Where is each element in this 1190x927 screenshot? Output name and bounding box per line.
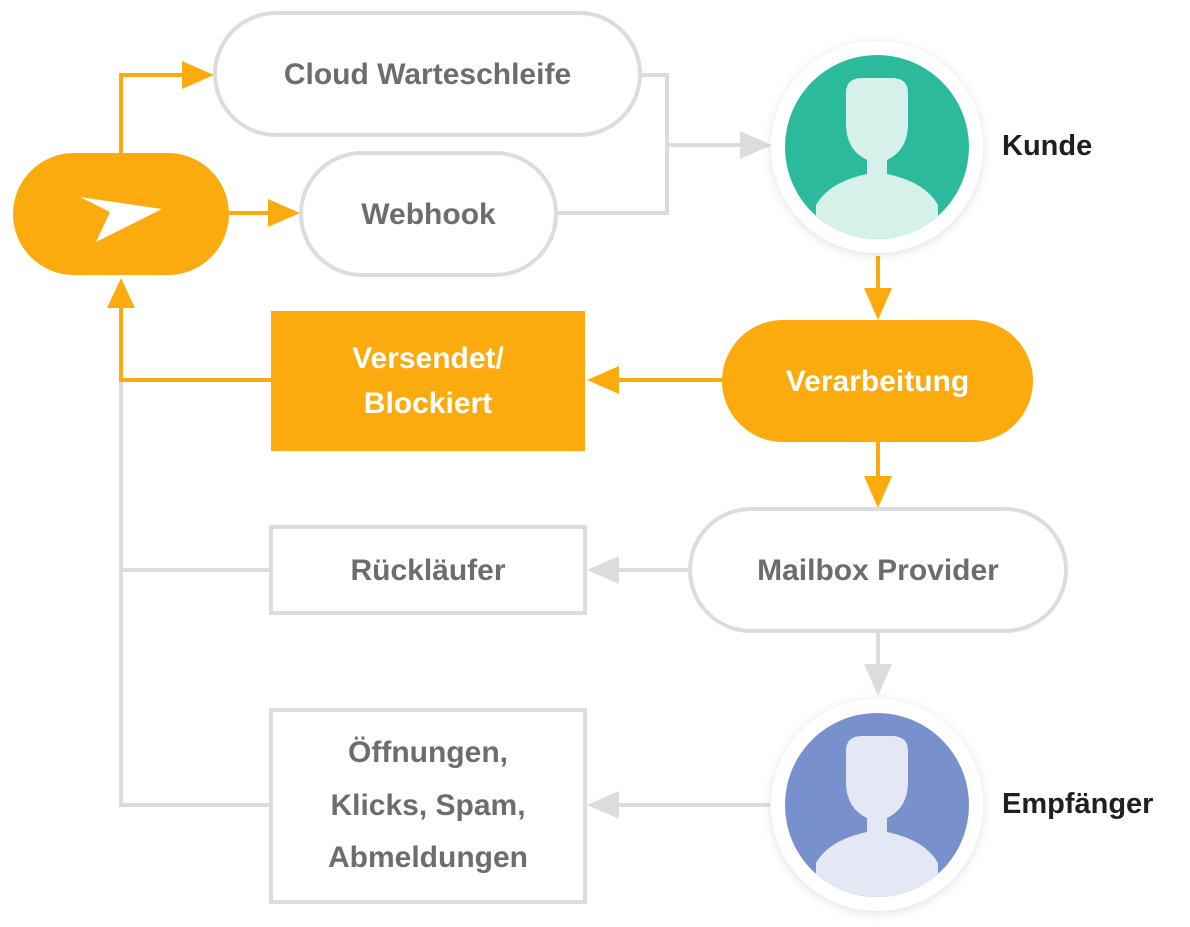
arrow-to-sender <box>107 278 135 308</box>
recipient-avatar <box>771 699 983 911</box>
cloud-queue-node <box>213 11 642 137</box>
recipient-label: Empfänger <box>1002 788 1154 821</box>
webhook-label: Webhook <box>361 197 496 231</box>
events-to-sender-line <box>119 300 271 807</box>
processing-node <box>722 320 1033 442</box>
sender-to-cloud-line <box>119 73 186 153</box>
grey-connectors <box>119 73 880 807</box>
sent-blocked-node <box>271 311 585 451</box>
arrow-to-recipient <box>864 664 892 696</box>
arrow-to-bounces <box>587 556 619 584</box>
cloud-to-customer-line <box>640 73 742 147</box>
events-label: Öffnungen, Klicks, Spam, Abmeldungen <box>271 710 585 902</box>
bounces-label: Rückläufer <box>350 553 506 587</box>
arrow-to-webhook <box>268 199 300 227</box>
events-node <box>269 708 587 904</box>
sent-blocked-line-2: Blockiert <box>363 387 493 420</box>
events-line-1: Öffnungen, <box>348 736 508 770</box>
grey-arrowheads <box>587 131 892 819</box>
arrow-to-customer <box>740 131 772 159</box>
person-avatar-icon <box>816 736 938 897</box>
events-line-3: Abmeldungen <box>328 841 528 875</box>
arrow-to-blocked <box>587 366 619 394</box>
mailbox-provider-label: Mailbox Provider <box>757 553 999 587</box>
mailbox-provider-node <box>688 507 1068 633</box>
cloud-queue-label: Cloud Warteschleife <box>283 57 572 91</box>
arrow-to-cloud <box>182 61 214 89</box>
customer-avatar <box>771 41 983 253</box>
bounces-node <box>269 525 587 615</box>
events-line-2: Klicks, Spam, <box>330 788 526 822</box>
webhook-node <box>299 151 558 277</box>
processing-label: Verarbeitung <box>785 364 970 398</box>
arrow-to-events <box>587 791 619 819</box>
arrow-to-processing <box>864 288 892 320</box>
arrow-to-provider <box>864 476 892 508</box>
orange-connectors <box>119 73 880 480</box>
webhook-to-customer-line <box>556 145 669 215</box>
orange-arrowheads <box>107 61 892 508</box>
blocked-to-sender-line <box>119 300 271 382</box>
customer-label: Kunde <box>1002 130 1093 163</box>
paper-plane-icon <box>80 197 162 242</box>
person-avatar-icon <box>816 78 938 239</box>
sent-blocked-line-1: Versendet/ <box>352 342 504 375</box>
sent-blocked-label: Versendet/ Blockiert <box>271 311 585 451</box>
